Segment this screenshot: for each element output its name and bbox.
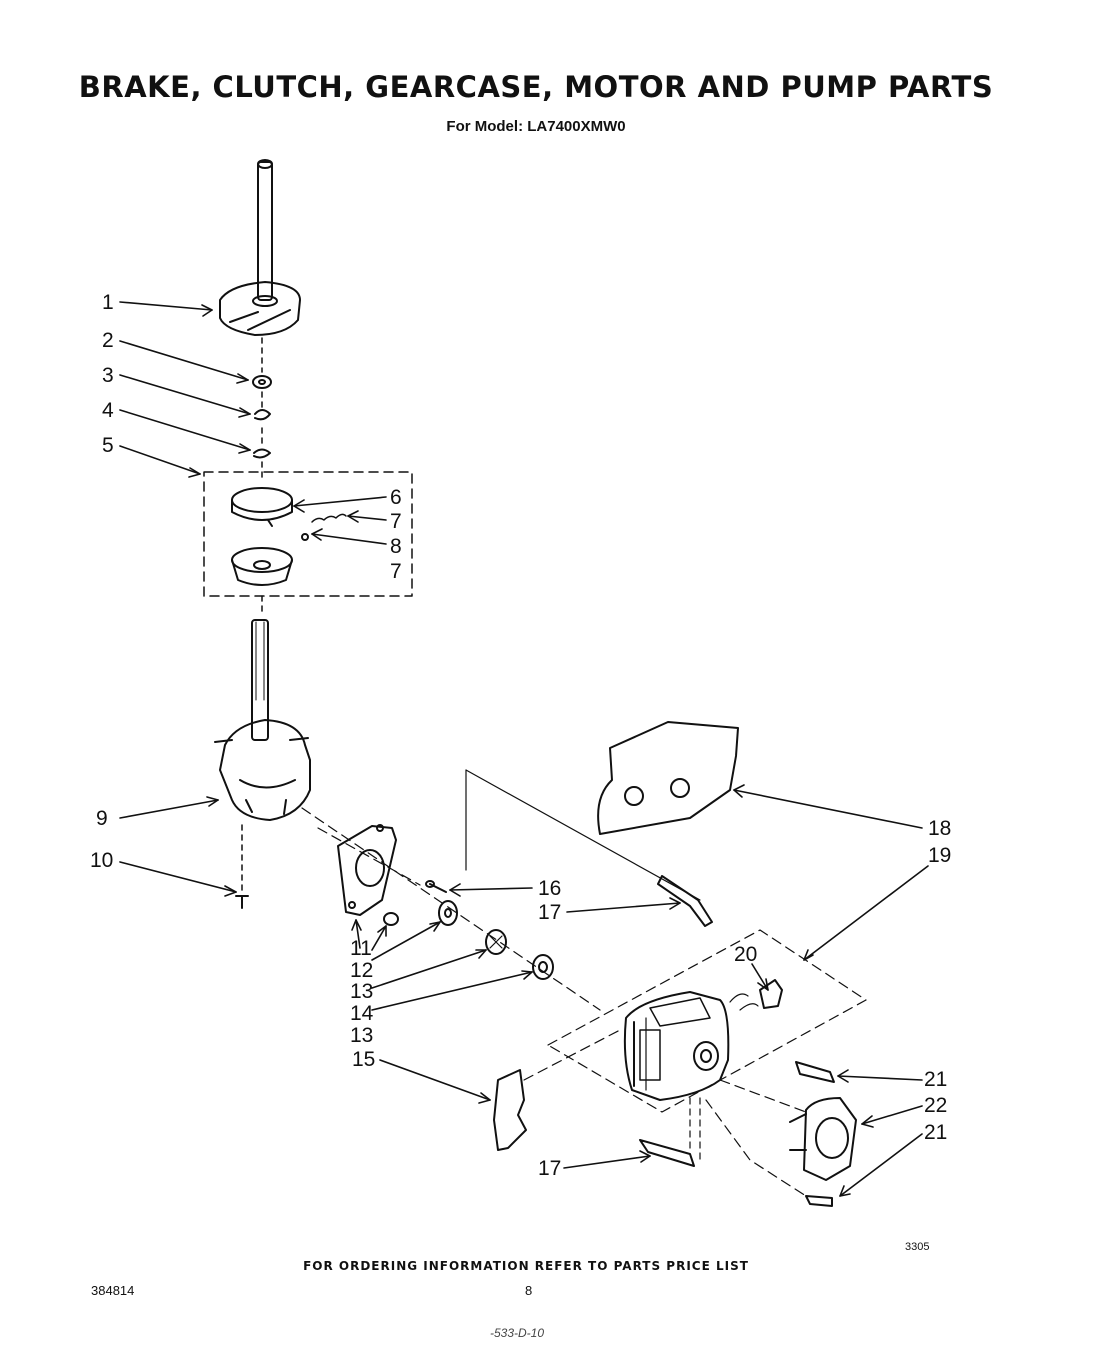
part-4-ring <box>253 448 271 459</box>
callout-label: 5 <box>102 434 114 457</box>
callout-label: 7 <box>390 510 402 533</box>
callout-label: 17 <box>538 1157 562 1180</box>
callout-label: 10 <box>90 849 114 872</box>
ordering-note: FOR ORDERING INFORMATION REFER TO PARTS … <box>303 1259 749 1273</box>
part-17-lower-clip <box>639 1139 695 1167</box>
callout-label: 11 <box>350 937 372 960</box>
part-21-lower-clip <box>805 1195 833 1207</box>
callout-label: 15 <box>352 1048 376 1071</box>
leader-lines <box>119 301 929 1197</box>
part-21-upper-clip <box>795 1061 835 1083</box>
callout-label: 9 <box>96 807 108 830</box>
callout-label: 2 <box>102 329 114 352</box>
callout-label: 19 <box>928 844 952 867</box>
callout-label: 4 <box>102 399 114 422</box>
part-12-13-pulley <box>438 900 458 926</box>
part-7-8-spring-assembly <box>301 513 347 541</box>
pump-mount-plate <box>337 824 397 916</box>
part-20-switch <box>759 979 783 1009</box>
part-22-pump <box>789 1097 857 1181</box>
part-5-clutch-group-box <box>203 471 413 597</box>
callout-label: 16 <box>538 877 562 900</box>
part-10-screw <box>235 895 249 909</box>
callout-label: 3 <box>102 364 114 387</box>
part-11-bushing <box>383 912 399 926</box>
callout-label: 14 <box>350 1002 374 1025</box>
part-18-gasket <box>597 721 739 835</box>
callout-label: 21 <box>924 1068 948 1091</box>
callout-label: 13 <box>350 980 374 1003</box>
callout-label: 18 <box>928 817 952 840</box>
part-6-clutch-band <box>231 487 293 527</box>
part-19-motor-group-box <box>547 929 867 1113</box>
clutch-hub <box>231 547 293 586</box>
callout-label: 6 <box>390 486 402 509</box>
part-15-cover <box>493 1069 527 1151</box>
callout-label: 22 <box>924 1094 948 1117</box>
callout-label: 1 <box>102 291 114 314</box>
part-16-bolt <box>425 880 447 893</box>
callout-label: 13 <box>350 1024 374 1047</box>
callout-label: 20 <box>734 943 758 966</box>
part-3-retainer <box>254 409 271 421</box>
callout-label: 7 <box>390 560 402 583</box>
callout-label: 12 <box>350 959 374 982</box>
callout-label: 17 <box>538 901 562 924</box>
part-9-gearcase <box>214 619 311 821</box>
part-1-brake-assembly <box>219 159 301 336</box>
part-13-lower-pulley <box>532 954 554 980</box>
callout-label: 21 <box>924 1121 948 1144</box>
part-2-washer <box>252 375 272 389</box>
diagram-code: 3305 <box>905 1241 930 1253</box>
doc-number: 384814 <box>91 1283 135 1298</box>
page-number: 8 <box>525 1283 533 1298</box>
model-subtitle: For Model: LA7400XMW0 <box>446 118 626 135</box>
handwritten-code: -533-D-10 <box>490 1326 545 1340</box>
part-17-upper-clip <box>657 875 713 927</box>
page-title: BRAKE, CLUTCH, GEARCASE, MOTOR AND PUMP … <box>78 70 994 104</box>
callout-label: 8 <box>390 535 402 558</box>
part-14-coupling <box>485 929 507 955</box>
motor <box>623 991 759 1101</box>
